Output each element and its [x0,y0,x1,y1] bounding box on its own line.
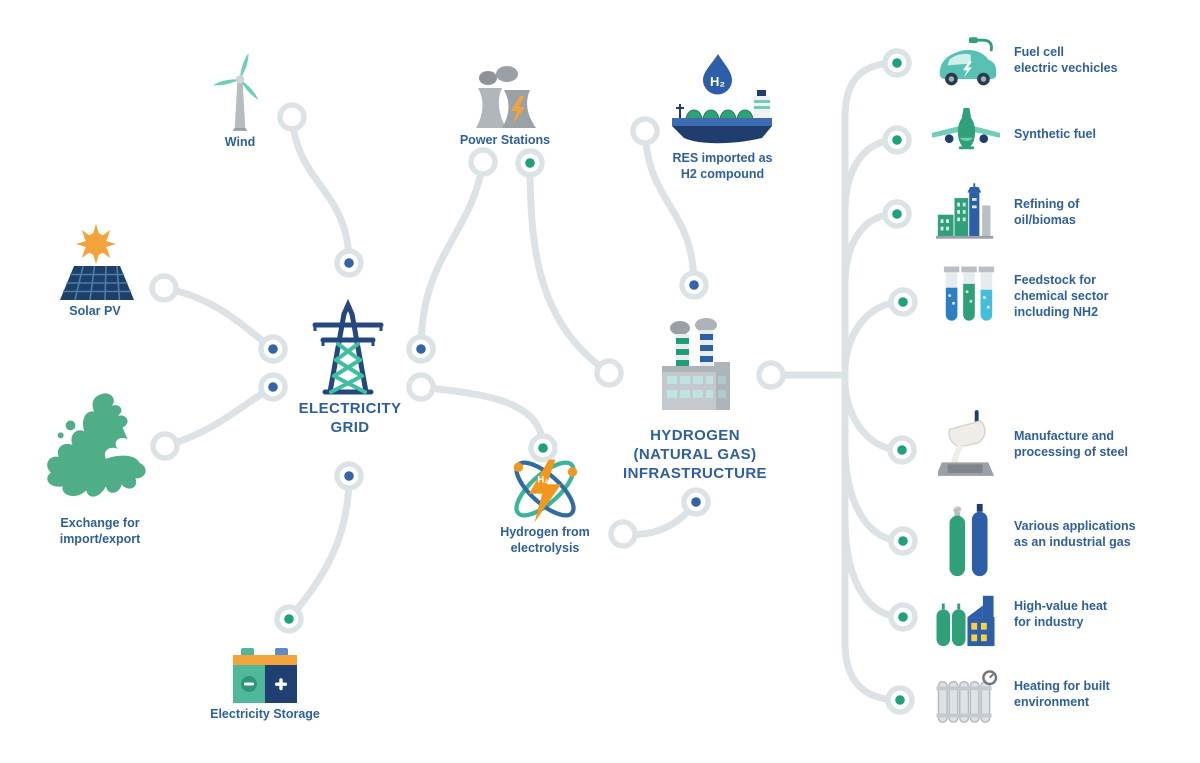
res-import-label: RES imported as H2 compound [672,151,773,181]
steel-label: Manufacture and processing of steel [1014,429,1128,459]
h2-import-ship-icon: H₂ [662,52,782,148]
endpoint-green-nodes [274,48,918,715]
electrolysis-icon: H₂ [502,452,588,526]
heating-label: Heating for built environment [1014,679,1110,709]
power-stations-icon [462,66,548,130]
fuel-cell-ev-icon [932,36,1000,90]
refining-label: Refining of oil/biomas [1014,197,1080,227]
endpoint-blue-nodes [258,248,711,517]
electricity-pylon-icon [305,298,391,396]
storage-label: Electricity Storage [210,707,320,721]
europe-map-icon [40,392,160,510]
h2-bolt-text: H₂ [537,474,548,485]
solar-pv-label: Solar PV [69,304,121,318]
feedstock-label: Feedstock for chemical sector including … [1014,273,1109,319]
applications-branch-tree [841,59,907,704]
connector-powerstations-hydrogen [526,159,613,377]
wind-turbine-icon [202,50,278,134]
connector-resimport-hydrogen [641,127,698,289]
h2-drop-text: H₂ [710,74,725,89]
connector-storage-grid [285,472,353,623]
connector-powerstations-grid [417,158,487,353]
industrial-heat-icon [934,590,998,648]
power-stations-label: Power Stations [459,133,551,147]
hydrogen-factory-icon [650,318,742,412]
electricity-grid-label: ELECTRICITY GRID [298,400,402,436]
industrial-gas-label: Various applications as an industrial ga… [1014,519,1136,549]
connector-grid-electrolysis [417,383,547,452]
solar-pv-icon [52,222,140,306]
endpoint-hollow-nodes [149,102,786,549]
steel-crucible-icon [938,408,996,480]
exchange-label: Exchange for import/export [59,516,141,546]
feedstock-test-tubes-icon [940,264,998,328]
high-value-heat-label: High-value heat for industry [1014,599,1108,629]
hydrogen-infrastructure-label: HYDROGEN (NATURAL GAS) INFRASTRUCTURE [623,427,767,482]
connector-exchange-grid [161,383,277,450]
battery-icon [228,646,302,708]
gas-cylinders-icon [944,502,994,580]
refining-icon [936,182,996,240]
connector-solar-grid [160,284,277,353]
synthetic-fuel-plane-icon [930,102,1002,160]
fuel-cell-ev-label: Fuel cell electric vechicles [1014,45,1118,75]
wind-label: Wind [224,135,256,149]
electrolysis-label: Hydrogen from electrolysis [500,525,590,555]
radiator-icon [934,670,998,728]
connector-wind-grid [288,113,353,267]
synthetic-fuel-label: Synthetic fuel [1014,127,1096,141]
